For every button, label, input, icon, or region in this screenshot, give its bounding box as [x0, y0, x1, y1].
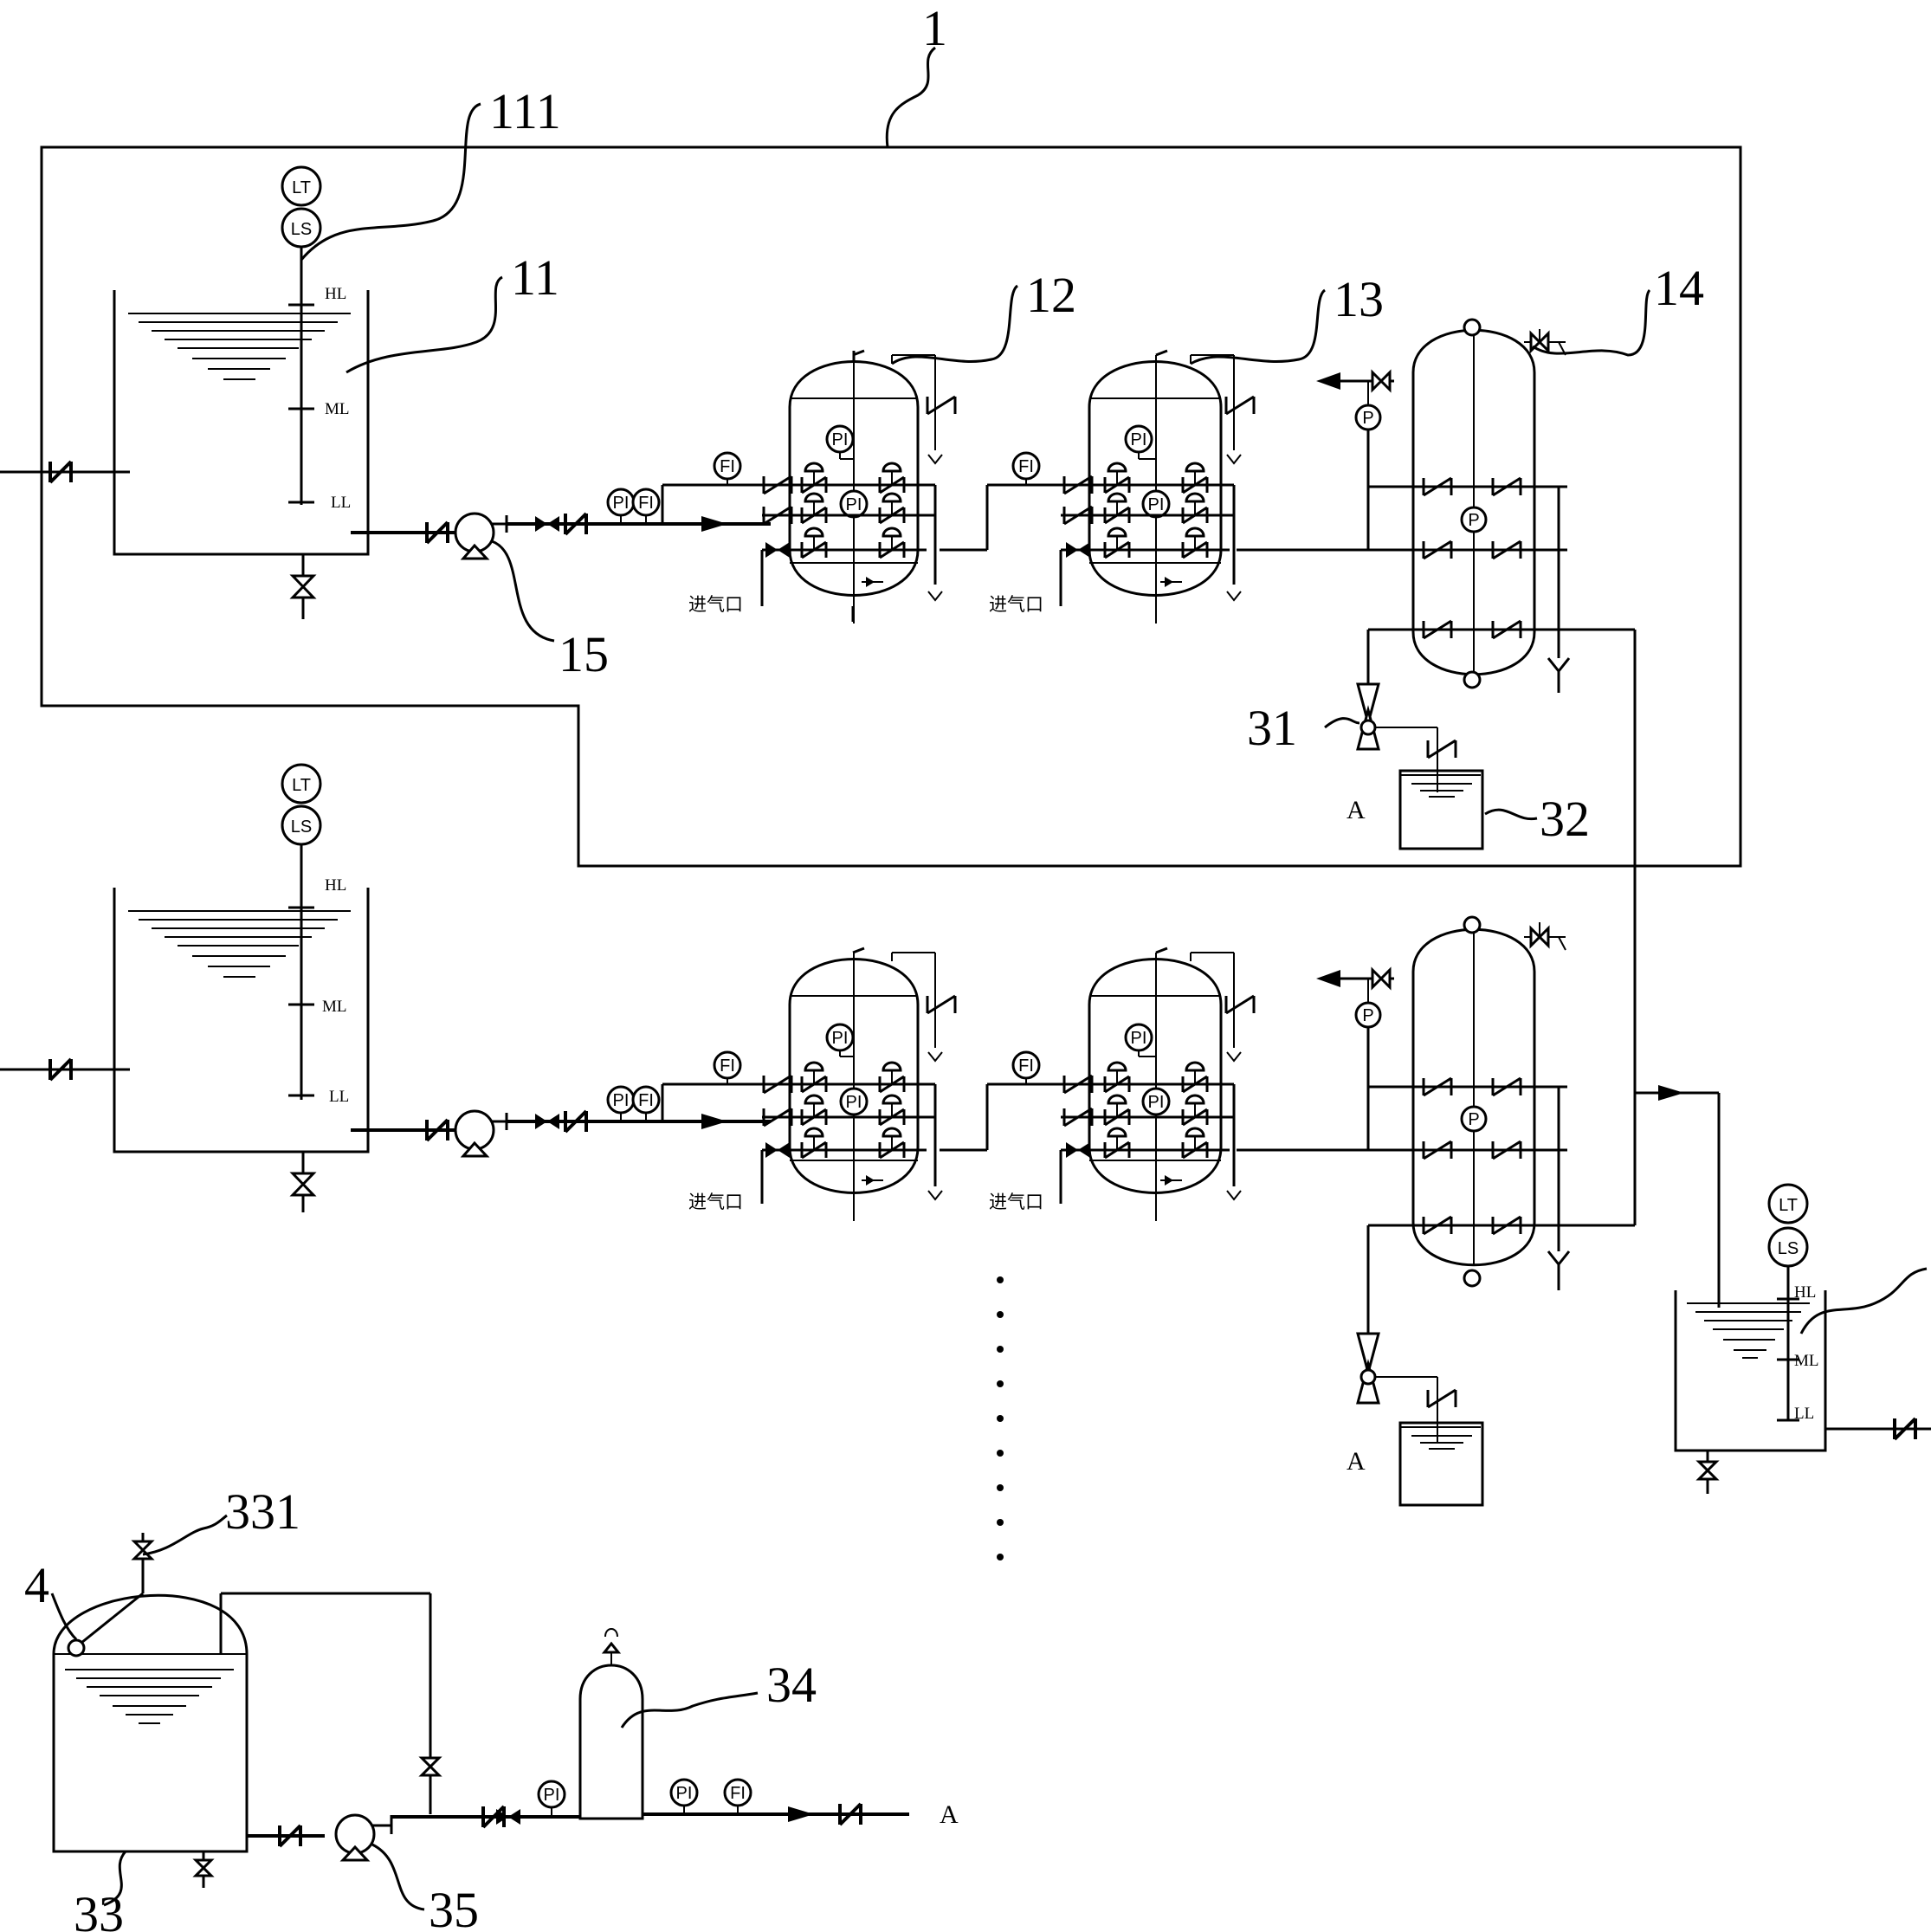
- svg-text:LT: LT: [1779, 1196, 1798, 1215]
- svg-text:HL: HL: [325, 876, 346, 895]
- ref-4: 4: [24, 1557, 49, 1613]
- vessel-14-lower: P: [1368, 915, 1571, 1290]
- svg-text:LS: LS: [1778, 1239, 1799, 1258]
- ejector-lower: [1356, 1332, 1438, 1442]
- ref-35: 35: [429, 1882, 479, 1932]
- svg-text:PI: PI: [1148, 495, 1165, 514]
- ref-33: 33: [74, 1886, 124, 1932]
- ref-11: 11: [511, 249, 559, 306]
- svg-text:PI: PI: [613, 494, 630, 513]
- pump-15: [454, 512, 508, 560]
- svg-text:LS: LS: [291, 220, 312, 239]
- svg-text:PI: PI: [832, 1029, 849, 1048]
- svg-text:PI: PI: [1131, 1029, 1147, 1048]
- chemical-tank-33: [52, 1533, 442, 1888]
- svg-text:FI: FI: [1018, 1056, 1034, 1076]
- svg-text:PI: PI: [613, 1091, 630, 1110]
- continuation-dots: [997, 1276, 1004, 1560]
- svg-text:LL: LL: [1794, 1405, 1814, 1423]
- ref-34: 34: [766, 1657, 817, 1713]
- svg-text:FI: FI: [1018, 457, 1034, 476]
- ref-32: 32: [1540, 791, 1590, 847]
- pressure-vessel-34: [578, 1628, 644, 1820]
- svg-text:FI: FI: [638, 494, 654, 513]
- ref-331: 331: [225, 1483, 300, 1540]
- svg-text:P: P: [1362, 409, 1373, 428]
- svg-text:LS: LS: [291, 817, 312, 837]
- svg-text:LT: LT: [292, 776, 311, 795]
- vessel-14-upper: P: [1368, 318, 1571, 693]
- raw-water-tank-upper: HL ML LL LT LS: [0, 165, 370, 619]
- raw-water-tank-lower: HL ML LL LT LS: [0, 763, 370, 1212]
- svg-text:P: P: [1362, 1006, 1373, 1025]
- ref-12: 12: [1026, 267, 1076, 323]
- svg-text:LT: LT: [292, 178, 311, 197]
- svg-text:PI: PI: [676, 1784, 693, 1803]
- label-a-1: A: [1347, 796, 1366, 824]
- ref-1: 1: [922, 0, 947, 56]
- filter-12-upper: PI PI: [760, 349, 957, 624]
- system-boundary: [40, 145, 1742, 868]
- svg-text:P: P: [1468, 1110, 1479, 1129]
- filter-13-lower: PI PI: [1059, 947, 1256, 1221]
- svg-text:ML: ML: [1794, 1352, 1819, 1370]
- ref-111: 111: [489, 83, 561, 139]
- svg-text:PI: PI: [544, 1786, 560, 1805]
- ref-13: 13: [1334, 271, 1384, 327]
- ejector-31: [1356, 682, 1438, 792]
- pump-35: [334, 1813, 393, 1862]
- ref-14: 14: [1654, 260, 1704, 316]
- ref-31: 31: [1247, 700, 1297, 756]
- svg-text:PI: PI: [1148, 1093, 1165, 1112]
- svg-text:FI: FI: [730, 1784, 746, 1803]
- svg-text:PI: PI: [1131, 430, 1147, 449]
- air-inlet-12: 进气口: [688, 594, 743, 615]
- label-a-2: A: [1347, 1447, 1366, 1476]
- svg-text:HL: HL: [1794, 1283, 1816, 1302]
- product-tank: HL ML LL LT LS: [1674, 1183, 1931, 1494]
- filter-13-upper: PI PI: [1059, 349, 1256, 624]
- svg-text:ML: ML: [322, 998, 347, 1016]
- air-inlet-12-lower: 进气口: [688, 1192, 743, 1212]
- air-inlet-13-lower: 进气口: [989, 1192, 1043, 1212]
- chemical-tank-32: [1398, 769, 1484, 850]
- svg-text:PI: PI: [846, 1093, 862, 1112]
- air-inlet-13: 进气口: [989, 594, 1043, 615]
- svg-text:PI: PI: [846, 495, 862, 514]
- chemical-tank-lower: [1398, 1421, 1484, 1507]
- filter-12-lower: PI PI: [760, 947, 957, 1221]
- svg-text:FI: FI: [638, 1091, 654, 1110]
- level-float-4: [67, 1638, 86, 1657]
- svg-text:P: P: [1468, 511, 1479, 530]
- pump-lower: [454, 1109, 508, 1158]
- svg-text:FI: FI: [720, 1056, 735, 1076]
- svg-text:ML: ML: [325, 400, 350, 418]
- svg-text:FI: FI: [720, 457, 735, 476]
- svg-text:LL: LL: [331, 494, 351, 512]
- svg-text:PI: PI: [832, 430, 849, 449]
- label-a-3: A: [940, 1800, 959, 1829]
- svg-text:LL: LL: [329, 1088, 349, 1106]
- svg-text:HL: HL: [325, 285, 346, 303]
- ref-15: 15: [559, 626, 609, 682]
